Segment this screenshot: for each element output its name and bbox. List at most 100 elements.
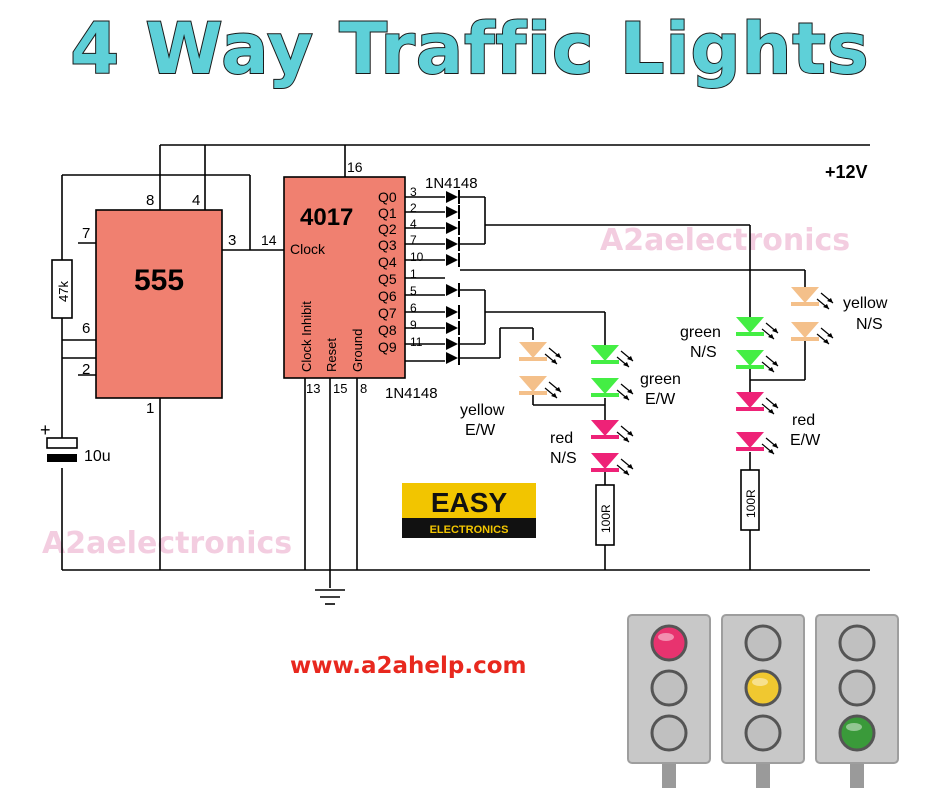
svg-text:+: +: [40, 420, 51, 440]
ground-label: Ground: [350, 329, 365, 372]
led: [591, 420, 634, 443]
lamp: [744, 624, 782, 662]
ic-555: [95, 209, 223, 399]
q-output-label: Q0: [378, 189, 397, 205]
led: [791, 322, 834, 345]
led-label: green: [680, 324, 721, 341]
led-label: red: [792, 412, 815, 429]
led-label: N/S: [856, 316, 883, 333]
watermark-top: A2aelectronics: [600, 223, 850, 258]
lamp: [838, 714, 876, 752]
q-pin-number: 4: [410, 217, 417, 231]
easy-electronics-logo: EASY ELECTRONICS: [402, 483, 536, 538]
diode-1n4148: [446, 283, 460, 297]
ic-4017: [283, 176, 406, 379]
led-label: E/W: [645, 391, 676, 408]
logo-line1: EASY: [431, 487, 508, 518]
q-pin-number: 10: [410, 250, 424, 264]
pin-label: 15: [333, 381, 347, 396]
pin-label: 13: [306, 381, 320, 396]
led: [591, 453, 634, 476]
pin-label: 3: [228, 232, 236, 249]
q-pin-number: 3: [410, 185, 417, 199]
led-label: green: [640, 371, 681, 388]
clock-inhibit-label: Clock Inhibit: [299, 301, 314, 372]
capacitor-label: 10u: [84, 448, 111, 465]
q-output-label: Q9: [378, 339, 397, 355]
q-output-label: Q4: [378, 254, 397, 270]
led: [736, 350, 779, 373]
led-label: yellow: [843, 295, 888, 312]
q-pin-numbers: 3 2 4 7 10 1 5 6 9 11: [410, 185, 424, 349]
led: [519, 342, 562, 365]
diode-1n4148: [446, 253, 460, 267]
traffic-light: [815, 614, 899, 788]
ic-555-label: 555: [134, 264, 184, 297]
reset-label: Reset: [324, 338, 339, 372]
led-label: E/W: [790, 432, 821, 449]
diode-1n4148: [446, 351, 460, 365]
q-output-label: Q2: [378, 221, 397, 237]
diode-array: [446, 190, 460, 365]
q-pin-number: 5: [410, 284, 417, 298]
led: [591, 345, 634, 368]
capacitor-10u: +: [40, 420, 78, 462]
q-output-label: Q6: [378, 288, 397, 304]
lamp: [838, 669, 876, 707]
q-pin-number: 2: [410, 201, 417, 215]
resistor-100r-left: [595, 484, 615, 546]
resistor-label: 100R: [744, 489, 758, 518]
resistor-label: 100R: [599, 504, 613, 533]
q-output-label: Q1: [378, 205, 397, 221]
lamp: [650, 624, 688, 662]
led: [791, 287, 834, 310]
q-pin-number: 11: [410, 335, 423, 349]
website-url: www.a2ahelp.com: [290, 653, 527, 679]
resistor-47k-label: 47k: [56, 281, 71, 302]
traffic-light-illustrations: [627, 614, 899, 788]
clock-label: Clock: [290, 241, 326, 257]
pin-label: 1: [146, 400, 154, 417]
pin-label: 4: [192, 192, 200, 209]
led-label: N/S: [550, 450, 577, 467]
pin-label: 8: [360, 381, 367, 396]
q-pin-number: 6: [410, 301, 417, 315]
diode-1n4148: [446, 305, 460, 319]
pin-label: 16: [347, 159, 363, 175]
supply-label: +12V: [825, 162, 868, 182]
led-group: [519, 287, 834, 476]
page-title: 4 Way Traffic Lights: [69, 7, 870, 91]
lamp: [838, 624, 876, 662]
traffic-light: [627, 614, 711, 788]
q-output-label: Q3: [378, 237, 397, 253]
logo-line2: ELECTRONICS: [430, 524, 509, 536]
led: [591, 378, 634, 401]
diode-1n4148: [446, 190, 460, 204]
led: [736, 432, 779, 455]
diode-1n4148: [446, 221, 460, 235]
wires: [61, 144, 870, 605]
led-label: red: [550, 430, 573, 447]
led-label: E/W: [465, 422, 496, 439]
diode-label-top: 1N4148: [425, 175, 478, 192]
lamp: [650, 669, 688, 707]
led: [736, 317, 779, 340]
led-label: yellow: [460, 402, 505, 419]
diode-1n4148: [446, 237, 460, 251]
q-pin-number: 7: [410, 233, 417, 247]
diode-1n4148: [446, 337, 460, 351]
diode-1n4148: [446, 321, 460, 335]
diode-label-bottom: 1N4148: [385, 385, 438, 402]
q-output-label: Q7: [378, 305, 397, 321]
lamp: [744, 669, 782, 707]
lamp: [650, 714, 688, 752]
pin-label: 6: [82, 320, 90, 337]
pin-label: 8: [146, 192, 154, 209]
pin-label: 2: [82, 361, 90, 378]
q-pin-number: 1: [410, 267, 417, 281]
q-output-label: Q8: [378, 322, 397, 338]
q-pin-number: 9: [410, 318, 417, 332]
q-output-label: Q5: [378, 271, 397, 287]
